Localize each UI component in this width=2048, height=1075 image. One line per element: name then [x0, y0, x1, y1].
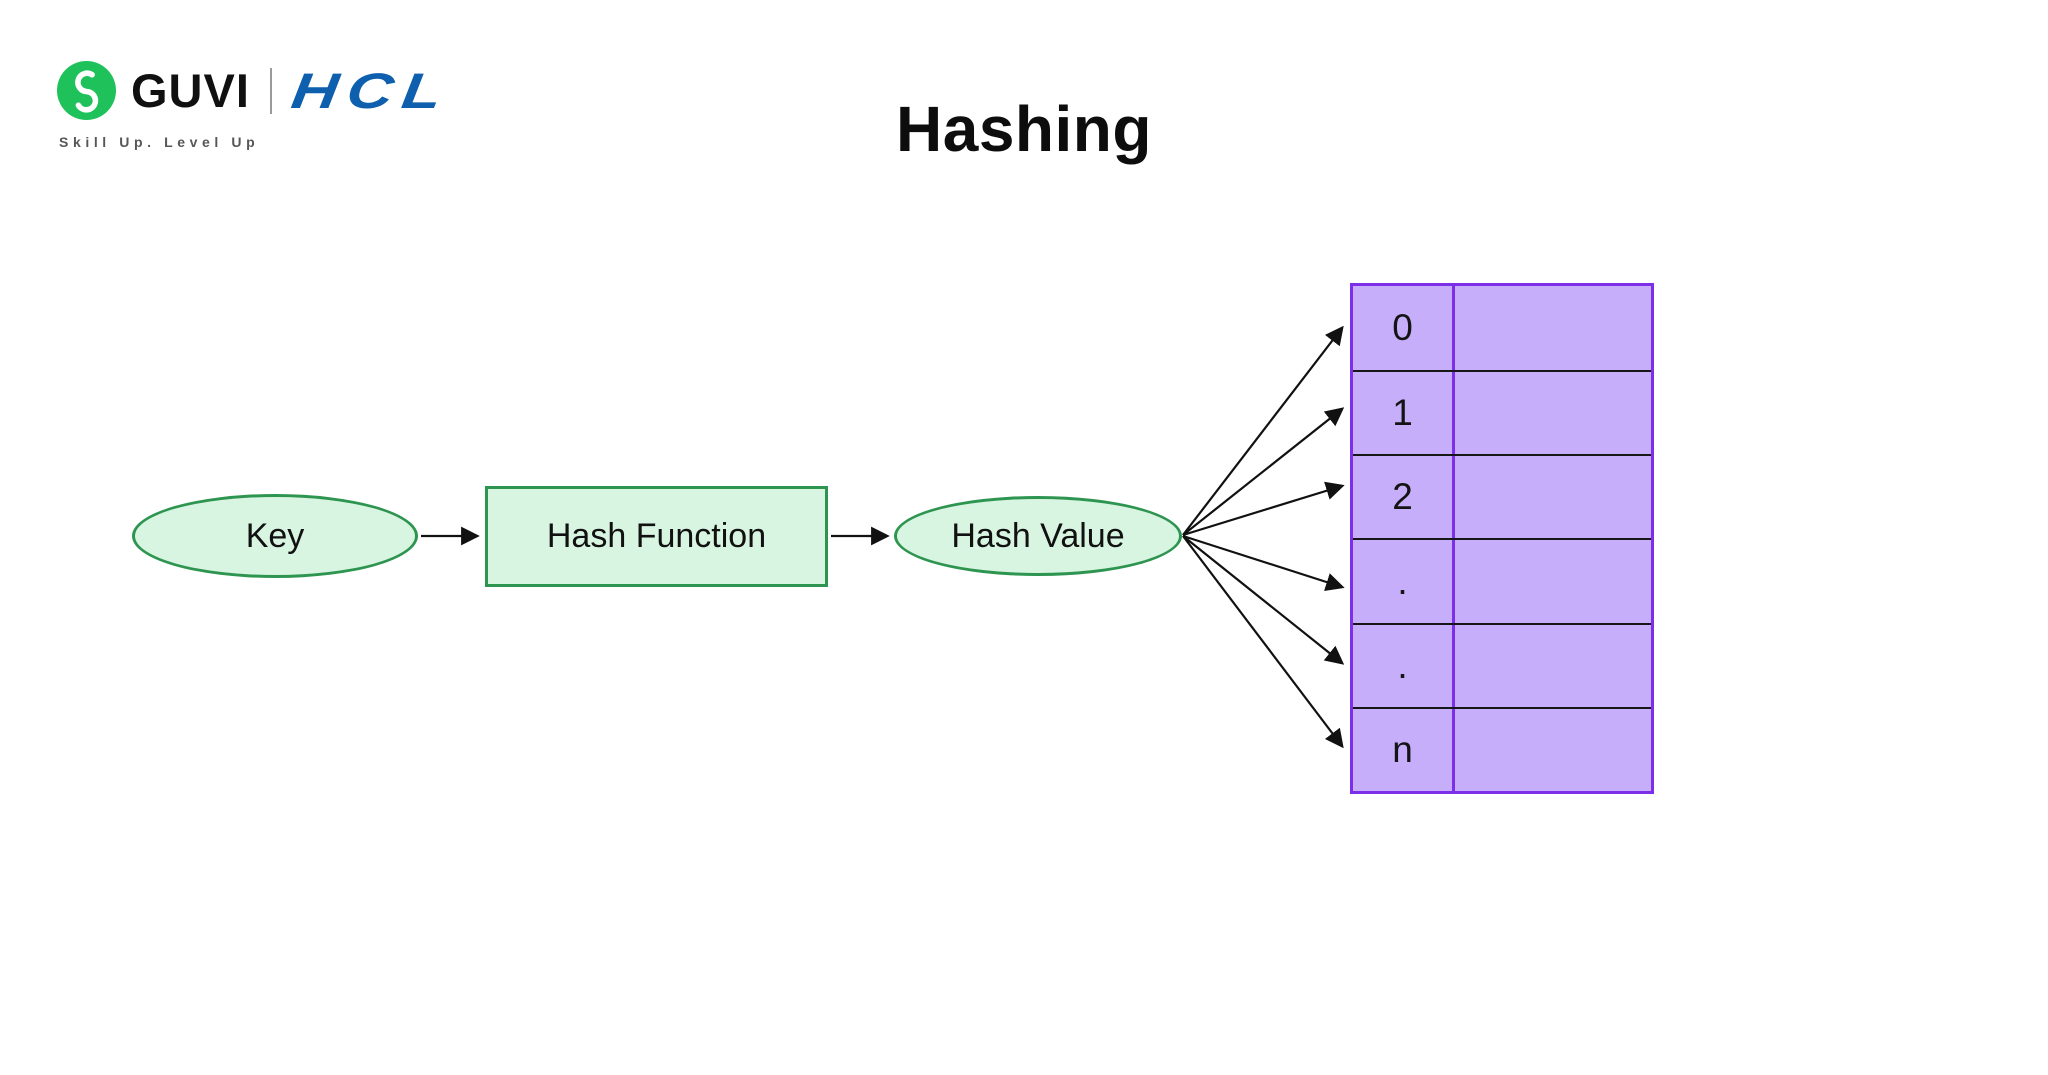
bucket-index: n	[1353, 708, 1455, 791]
hash-table: 0 1 2 . . n	[1350, 283, 1654, 794]
hash-function-box: Hash Function	[485, 486, 828, 587]
bucket-index: 1	[1353, 372, 1455, 455]
fan-arrow-bucket-2	[1182, 481, 1345, 537]
bucket-index: 0	[1353, 286, 1455, 371]
fan-arrow-bucket-0	[1182, 325, 1344, 536]
table-row: .	[1353, 538, 1651, 623]
guvi-hcl-logo: GUVI HCL Skill Up. Level Up	[57, 61, 454, 150]
logo-divider	[269, 67, 272, 114]
bucket-slot	[1455, 709, 1651, 791]
hash-value-label: Hash Value	[951, 516, 1125, 555]
bucket-slot	[1455, 286, 1651, 370]
guvi-logo-icon	[57, 61, 116, 120]
table-row: .	[1353, 622, 1651, 707]
fan-arrow-bucket-3	[1182, 534, 1345, 592]
key-label: Key	[245, 516, 305, 555]
bucket-slot	[1455, 540, 1651, 622]
guvi-wordmark: GUVI	[131, 64, 250, 117]
hash-value-ellipse: Hash Value	[894, 496, 1182, 576]
page-title: Hashing	[896, 93, 1152, 165]
bucket-slot	[1455, 372, 1651, 454]
table-row: 1	[1353, 370, 1651, 455]
logo-tagline: Skill Up. Level Up	[59, 134, 260, 150]
fan-arrow-bucket-4	[1182, 535, 1345, 665]
table-row: 2	[1353, 454, 1651, 539]
bucket-slot	[1455, 625, 1651, 707]
hash-function-label: Hash Function	[546, 517, 767, 555]
fan-arrow-bucket-5	[1182, 535, 1344, 749]
key-ellipse: Key	[132, 494, 418, 578]
bucket-slot	[1455, 456, 1651, 538]
bucket-index: 2	[1353, 456, 1455, 539]
bucket-index: .	[1353, 624, 1455, 707]
table-row: n	[1353, 706, 1651, 791]
fan-arrow-bucket-1	[1182, 407, 1345, 536]
bucket-index: .	[1353, 540, 1455, 623]
table-row: 0	[1353, 286, 1651, 371]
